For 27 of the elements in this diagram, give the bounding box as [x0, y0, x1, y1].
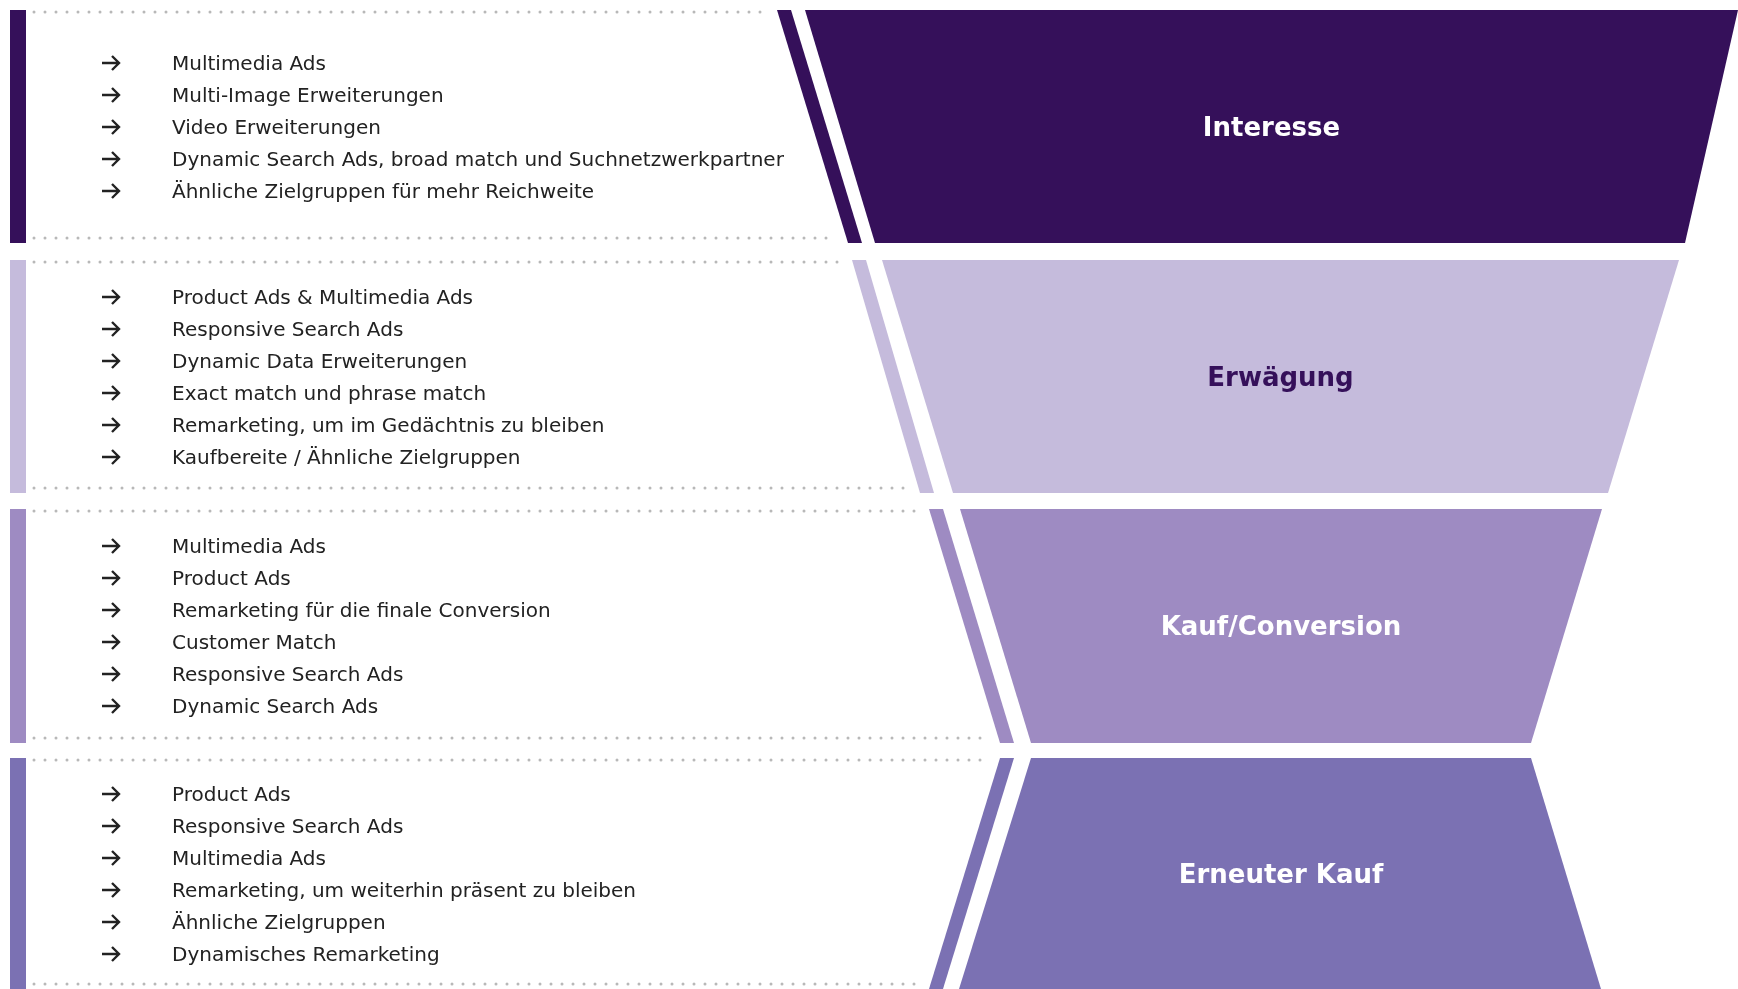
list-item: Responsive Search Ads — [172, 662, 404, 686]
stage-title: Erwägung — [1207, 361, 1354, 392]
list-item: Remarketing, um weiterhin präsent zu bleiben — [172, 877, 637, 902]
list-item: Ähnliche Zielgruppen — [172, 909, 386, 934]
list-item: Responsive Search Ads — [172, 813, 404, 838]
list-item: Multimedia Ads — [172, 845, 326, 870]
list-item: Dynamisches Remarketing — [172, 941, 440, 966]
list-item: Ähnliche Zielgruppen für mehr Reichweite — [172, 178, 595, 203]
list-item: Responsive Search Ads — [172, 316, 404, 341]
list-item: Product Ads & Multimedia Ads — [172, 284, 474, 309]
list-item: Product Ads — [172, 566, 291, 590]
list-item: Exact match und phrase match — [172, 380, 487, 405]
stage-title: Kauf/Conversion — [1160, 611, 1402, 641]
list-item: Product Ads — [172, 781, 291, 806]
stage-title: Interesse — [1202, 111, 1341, 142]
list-item: Kaufbereite / Ähnliche Zielgruppen — [172, 444, 521, 469]
list-item: Multimedia Ads — [172, 50, 326, 75]
list-item: Remarketing für die finale Conversion — [172, 598, 551, 622]
list-item: Customer Match — [172, 630, 337, 654]
list-item: Remarketing, um im Gedächtnis zu bleiben — [172, 412, 605, 437]
list-item: Video Erweiterungen — [172, 114, 381, 139]
stage-title: Erneuter Kauf — [1178, 858, 1384, 889]
list-item: Dynamic Search Ads — [172, 694, 379, 718]
list-item: Multi-Image Erweiterungen — [172, 82, 444, 107]
list-item: Dynamic Data Erweiterungen — [172, 348, 468, 373]
list-item: Dynamic Search Ads, broad match und Suchnetzwerkpartner — [172, 146, 784, 171]
list-item: Multimedia Ads — [172, 534, 326, 558]
